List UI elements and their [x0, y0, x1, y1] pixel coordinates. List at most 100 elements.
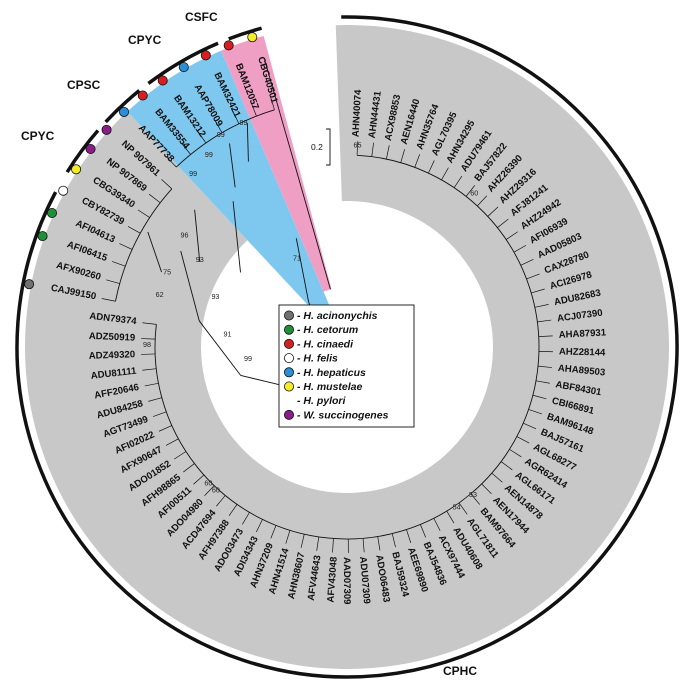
tip-branch [119, 243, 133, 250]
taxon-label: AHA89503 [557, 363, 605, 379]
wedge-csfc [221, 35, 332, 292]
species-marker-cinaedi [137, 90, 148, 101]
taxon-name: AFV43048 [326, 556, 340, 603]
legend-swatch-mustelae [283, 381, 294, 392]
species-marker-hepaticus [178, 62, 189, 73]
tip-branch [106, 279, 120, 284]
tip-branch [433, 518, 441, 531]
cphc-backbone-arc [154, 154, 540, 540]
legend-item: - H. pylori [297, 395, 347, 407]
taxon-label: AHN40074 [351, 89, 365, 138]
tip-branch [377, 536, 381, 551]
tip-branch [148, 193, 161, 204]
taxon-label: AAD07309 [341, 557, 352, 605]
clade-label-cpyc-top: CPYC [128, 33, 162, 47]
tip-branch [158, 425, 172, 432]
bootstrap-value: 99 [244, 354, 252, 363]
species-marker-cetorum [37, 231, 48, 242]
legend-swatch-cinaedi [283, 338, 294, 349]
tree-branches [101, 58, 553, 553]
tip-branch [362, 538, 365, 553]
tip-branch [251, 102, 257, 117]
bootstrap-value: 65 [353, 140, 361, 149]
tip-branch [256, 519, 263, 533]
tip-branch [152, 411, 167, 417]
bootstrap-value: 99 [205, 150, 213, 159]
species-marker-cetorum [47, 208, 58, 219]
bootstrap-value: 93 [211, 292, 219, 301]
csfc-branch [263, 58, 331, 290]
cpsc-arc [115, 188, 173, 302]
taxon-name: AAD07309 [341, 557, 352, 605]
legend-item: - H. acinonychis [283, 310, 378, 322]
tip-branch [428, 160, 435, 174]
tip-branch [300, 534, 305, 548]
taxon-label: ADU81111 [90, 366, 137, 382]
tip-branch [371, 142, 374, 157]
bootstrap-value: 93 [196, 255, 204, 264]
tip-branch [470, 493, 481, 505]
ring-cphc [25, 24, 669, 669]
legend-swatch-succinogenes [283, 409, 294, 420]
legend-swatch-cetorum [283, 324, 294, 335]
tip-branch [505, 231, 518, 240]
tip-branch [400, 149, 405, 163]
tip-branch [487, 206, 499, 217]
species-marker-hepaticus [118, 106, 129, 117]
bootstrap-value: 99 [189, 169, 197, 178]
internal-branch [194, 209, 201, 263]
taxon-name: ADZ49320 [89, 349, 136, 362]
tip-branch [538, 365, 553, 368]
bootstrap-value: 98 [143, 340, 151, 349]
tip-branch [516, 436, 530, 444]
cpyc-arc [175, 109, 275, 168]
tip-branch [166, 156, 177, 168]
bootstrap-value: 53 [469, 490, 477, 499]
internal-branch [180, 250, 200, 322]
taxon-name: AHZ28144 [559, 346, 606, 358]
taxon-name: ADU07309 [357, 556, 372, 604]
tip-branch [414, 154, 421, 168]
tip-branch [197, 131, 207, 144]
species-marker-mustelae [247, 32, 258, 43]
scale-bar-label: 0.2 [311, 142, 323, 152]
legend-box [278, 304, 415, 428]
bootstrap-value: 71 [293, 253, 301, 262]
tip-branch [520, 259, 534, 266]
tip-branch [173, 451, 187, 460]
species-marker-succinogenes [85, 143, 96, 154]
taxon-name: AHA89503 [557, 363, 605, 379]
bootstrap-value: 54 [453, 502, 461, 511]
taxon-label: AHZ28144 [559, 346, 606, 358]
internal-branch [295, 238, 309, 302]
tip-branch [332, 538, 334, 553]
tip-branch [144, 382, 159, 387]
tip-branch [420, 524, 427, 538]
tip-branch [111, 261, 126, 267]
tip-branch [148, 397, 162, 402]
tip-branch [181, 143, 191, 155]
arc-cpyc-left [65, 129, 100, 174]
tip-branch [137, 209, 150, 218]
tip-branch [386, 145, 390, 160]
tip-branch [270, 96, 275, 110]
arc-cphc [15, 15, 679, 679]
bootstrap-value: 75 [163, 267, 171, 276]
clade-bracket-arcs [15, 15, 679, 679]
tip-branch [285, 530, 291, 544]
clade-labels: CPHC CPYC CPSC CPYC CSFC [21, 10, 477, 678]
species-marker-cinaedi [157, 75, 168, 86]
tip-branch [509, 449, 522, 458]
legend-label: - H. cetorum [297, 324, 358, 336]
bootstrap-value: 62 [156, 290, 164, 299]
legend-label: - H. mustelae [297, 381, 363, 393]
tip-branch [531, 288, 545, 294]
arc-csfc [228, 26, 263, 41]
bootstrap-value: 60 [212, 486, 220, 495]
tip-branch [141, 353, 156, 355]
tip-branch [141, 338, 156, 340]
tip-branch [513, 244, 527, 253]
tip-branch [228, 504, 238, 517]
